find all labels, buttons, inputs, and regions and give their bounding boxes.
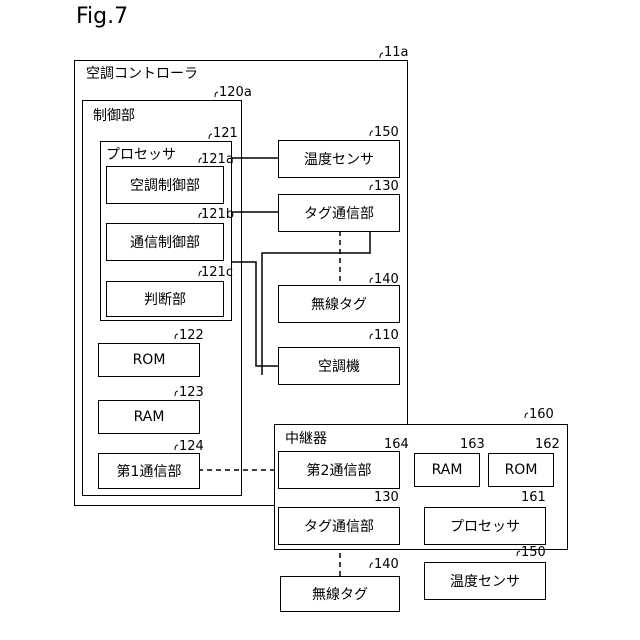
leader-11a: [380, 53, 383, 58]
relay-processor-block: プロセッサ: [424, 507, 546, 545]
wireless-tag-ref: 140: [374, 273, 399, 286]
leader-160: [525, 413, 528, 418]
relay-ram-block: RAM: [414, 453, 480, 487]
comm-control-unit: 通信制御部: [106, 223, 224, 261]
relay-ram-ref: 163: [460, 438, 485, 451]
ram-block: RAM: [98, 400, 200, 434]
control-unit-ref: 120a: [219, 86, 252, 99]
relay-rom-ref: 162: [535, 438, 560, 451]
rom-block: ROM: [98, 343, 200, 377]
leader-150b: [517, 551, 520, 556]
processor-ref: 121: [213, 127, 238, 140]
air-conditioner-ref: 110: [374, 329, 399, 342]
tag-comm-ref: 130: [374, 180, 399, 193]
wireless-tag-block: 無線タグ: [278, 285, 400, 323]
second-comm-unit: 第2通信部: [278, 451, 400, 489]
control-unit-title: 制御部: [93, 109, 135, 123]
judgment-unit-ref: 121c: [201, 266, 233, 279]
ac-control-unit-ref: 121a: [201, 153, 234, 166]
first-comm-unit: 第1通信部: [98, 453, 200, 489]
leader-140b: [370, 563, 373, 568]
relay-rom-block: ROM: [488, 453, 554, 487]
relay-title: 中継器: [285, 432, 327, 446]
rom-ref: 122: [179, 329, 204, 342]
relay-tag-comm-ref: 130: [374, 491, 399, 504]
comm-control-unit-ref: 121b: [201, 208, 234, 221]
first-comm-unit-ref: 124: [179, 440, 204, 453]
relay-tag-comm-block: タグ通信部: [278, 507, 400, 545]
wireless-tag-2-ref: 140: [374, 558, 399, 571]
ac-control-unit: 空調制御部: [106, 166, 224, 204]
second-comm-unit-ref: 164: [384, 438, 409, 451]
controller-ref: 11a: [384, 46, 409, 59]
temp-sensor-block: 温度センサ: [278, 140, 400, 178]
air-conditioner-block: 空調機: [278, 347, 400, 385]
controller-title: 空調コントローラ: [86, 67, 198, 81]
temp-sensor-ref: 150: [374, 126, 399, 139]
relay-processor-ref: 161: [521, 491, 546, 504]
wireless-tag-2-block: 無線タグ: [280, 576, 400, 612]
relay-temp-sensor-ref: 150: [521, 546, 546, 559]
ram-ref: 123: [179, 386, 204, 399]
tag-comm-block: タグ通信部: [278, 194, 400, 232]
judgment-unit: 判断部: [106, 281, 224, 317]
relay-ref: 160: [529, 408, 554, 421]
relay-temp-sensor-block: 温度センサ: [424, 562, 546, 600]
processor-title: プロセッサ: [106, 148, 176, 162]
